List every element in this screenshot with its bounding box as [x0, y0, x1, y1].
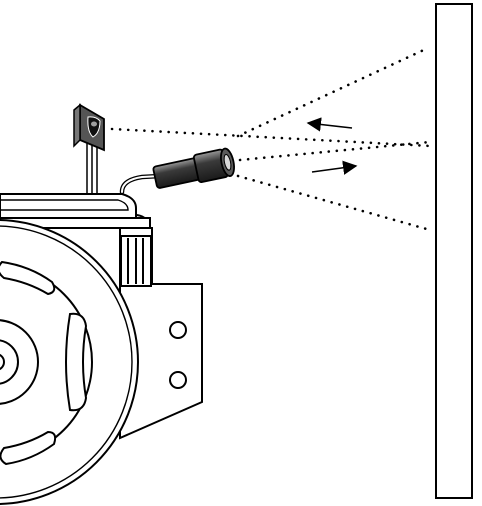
mount-hole-lower: [169, 371, 187, 389]
motor-shaft: [0, 353, 5, 371]
emitter-beam-center: [238, 140, 432, 162]
motor-vent-slot: [0, 260, 56, 296]
motor-vent-slot: [0, 430, 57, 466]
motor: [0, 219, 139, 505]
mount-hole-upper: [169, 321, 187, 339]
ir-receiver: [73, 103, 105, 193]
signal-beams: [110, 46, 432, 232]
reflected-beam: [110, 127, 432, 148]
emitter-beam-lower: [236, 174, 432, 232]
reflecting-surface: [435, 3, 473, 499]
reflected-signal-arrow: [306, 117, 353, 132]
emitted-signal-arrow: [311, 160, 358, 175]
mounting-plate: [0, 193, 151, 229]
motor-vent-slot: [65, 312, 88, 412]
motor-hub-inner: [0, 339, 19, 385]
ir-emitter: [119, 147, 235, 195]
emitter-beam-upper: [236, 46, 430, 138]
